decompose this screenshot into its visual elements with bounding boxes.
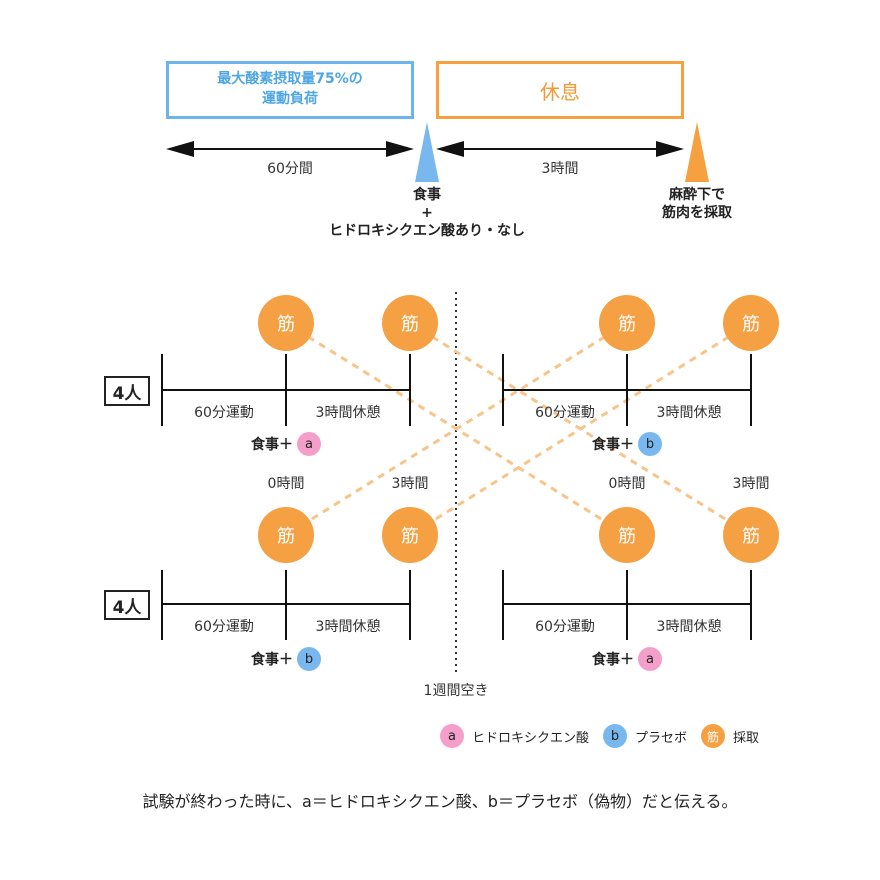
legend-label: ヒドロキシクエン酸	[472, 730, 590, 746]
time-label-0h: 0時間	[267, 476, 305, 492]
crossover-line	[285, 321, 628, 537]
group-size-box: 4人	[104, 590, 150, 620]
rest-box: 休息	[436, 61, 684, 119]
legend-symbol-a: a	[440, 724, 464, 748]
segment-exercise-label: 60分運動	[194, 619, 254, 635]
legend-label: 採取	[733, 730, 760, 746]
muscle-symbol: 筋	[742, 314, 760, 335]
supplement-badge-b: b	[638, 432, 662, 456]
muscle-symbol: 筋	[401, 526, 419, 547]
meal-text: 食事＋	[251, 652, 293, 668]
supplement-badge-b: b	[297, 647, 321, 671]
legend-item: 筋 採取	[701, 724, 759, 748]
segment-rest-label: 3時間休憩	[315, 405, 381, 421]
segment-exercise-label: 60分運動	[535, 619, 595, 635]
timeline-top-left	[161, 354, 411, 426]
timeline-bottom-left	[161, 570, 411, 640]
segment-exercise-label: 60分運動	[535, 405, 595, 421]
footer-note: 試験が終わった時に、a＝ヒドロキシクエン酸、b＝プラセボ（偽物）だと伝える。	[142, 792, 738, 811]
timeline-rulers	[161, 354, 752, 640]
legend-label: プラセボ	[635, 730, 688, 746]
legend-item: a ヒドロキシクエン酸	[440, 724, 589, 748]
meal-supplement-label: 食事＋a	[592, 647, 662, 671]
meal-supplement-label: 食事＋b	[592, 432, 662, 456]
group-size-label: 4人	[112, 383, 142, 404]
washout-label: 1週間空き	[423, 683, 489, 699]
muscle-sample-circle: 筋	[382, 507, 438, 563]
timeline-top-right	[502, 354, 752, 426]
muscle-symbol: 筋	[277, 314, 295, 335]
segment-rest-label: 3時間休憩	[315, 619, 381, 635]
segment-rest-label: 3時間休憩	[656, 405, 722, 421]
rest-label: 休息	[540, 79, 580, 104]
crossover-line	[409, 321, 752, 537]
rest-duration-arrow	[436, 141, 684, 157]
segment-rest-label: 3時間休憩	[656, 619, 722, 635]
time-label-3h: 3時間	[732, 476, 770, 492]
muscle-symbol: 筋	[742, 526, 760, 547]
muscle-samples: 筋 筋 筋 筋 筋 筋 筋 筋	[258, 295, 779, 563]
meal-text: 食事＋	[592, 652, 634, 668]
time-label-3h: 3時間	[391, 476, 429, 492]
meal-text: 食事＋	[592, 437, 634, 453]
legend-item: b プラセボ	[603, 724, 687, 748]
meal-supplement-label: 食事＋b	[251, 647, 321, 671]
biopsy-marker-label: 麻酔下で 筋肉を採取	[662, 187, 732, 222]
meal-text: 食事＋	[251, 437, 293, 453]
segment-exercise-label: 60分運動	[194, 405, 254, 421]
muscle-sample-circle: 筋	[723, 507, 779, 563]
exercise-duration-label: 60分間	[267, 161, 313, 177]
crossover-lines	[285, 321, 752, 537]
supplement-badge-a: a	[297, 432, 321, 456]
muscle-sample-circle: 筋	[382, 295, 438, 351]
muscle-sample-circle: 筋	[599, 295, 655, 351]
supplement-badge-a: a	[638, 647, 662, 671]
legend: a ヒドロキシクエン酸 b プラセボ 筋 採取	[440, 724, 773, 748]
legend-symbol-b: b	[603, 724, 628, 748]
muscle-sample-circle: 筋	[599, 507, 655, 563]
timeline-bottom-right	[502, 570, 752, 640]
meal-supplement-label: 食事＋a	[251, 432, 321, 456]
muscle-sample-circle: 筋	[258, 507, 314, 563]
meal-marker-label: 食事 + ヒドロキシクエン酸あり・なし	[329, 187, 525, 240]
group-size-box: 4人	[104, 376, 150, 406]
group-size-label: 4人	[112, 597, 142, 618]
muscle-symbol: 筋	[618, 314, 636, 335]
legend-symbol-muscle: 筋	[701, 724, 726, 748]
biopsy-marker-triangle	[685, 122, 709, 182]
muscle-sample-circle: 筋	[723, 295, 779, 351]
exercise-load-box: 最大酸素摂取量75%の 運動負荷	[166, 61, 414, 119]
rest-duration-label: 3時間	[541, 161, 579, 177]
muscle-symbol: 筋	[401, 314, 419, 335]
muscle-symbol: 筋	[277, 526, 295, 547]
exercise-duration-arrow	[166, 141, 414, 157]
meal-marker-triangle	[415, 122, 439, 182]
muscle-sample-circle: 筋	[258, 295, 314, 351]
muscle-symbol: 筋	[618, 526, 636, 547]
time-label-0h: 0時間	[608, 476, 646, 492]
exercise-load-label: 最大酸素摂取量75%の 運動負荷	[217, 71, 363, 107]
